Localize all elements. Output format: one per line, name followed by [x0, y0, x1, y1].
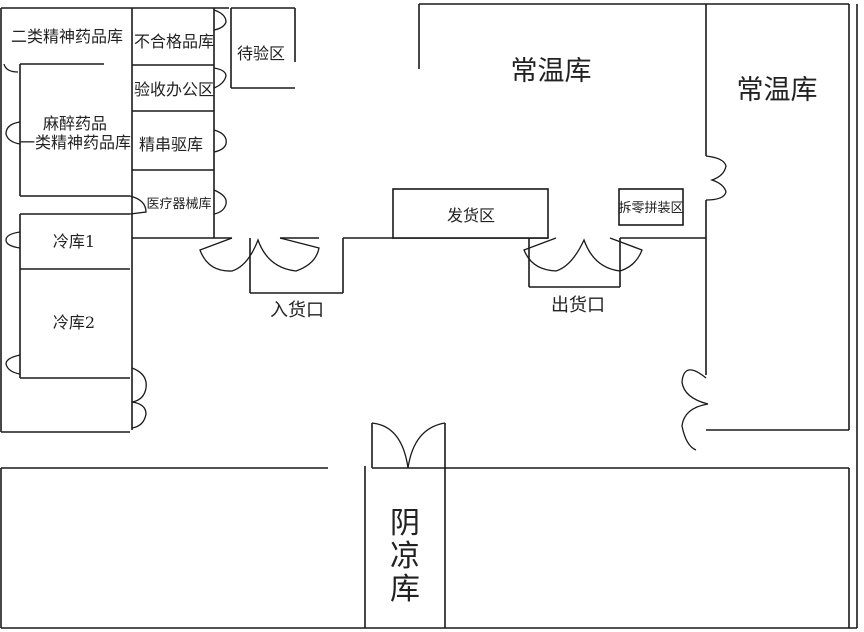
- inbound-double-door: [199, 237, 320, 272]
- left-block-walls: [0, 7, 393, 433]
- label-narcotics-line1: 麻醉药品: [43, 114, 107, 133]
- door-cold1: [5, 231, 21, 249]
- label-pending-inspection: 待验区: [237, 44, 285, 63]
- door-normal-temp-right: [705, 155, 727, 201]
- label-precursor: 精串驱库: [139, 135, 203, 154]
- label-shipping-area: 发货区: [447, 206, 495, 225]
- label-cool-storage-char3: 库: [390, 572, 420, 607]
- labels: 二类精神药品库 不合格品库 待验区 验收办公区 麻醉药品 一类精神药品库 精串驱…: [11, 27, 818, 607]
- label-medical-devices: 医疗器械库: [146, 196, 211, 212]
- door-unqualified: [213, 9, 227, 31]
- doors-right: [681, 155, 727, 451]
- label-cold1: 冷库1: [53, 232, 95, 251]
- label-cool-storage-char2: 凉: [390, 539, 420, 574]
- cool-storage-double-door: [371, 422, 446, 469]
- door-cold-corridor: [129, 195, 147, 215]
- label-narcotics-line2: 一类精神药品库: [19, 133, 131, 152]
- door-inspection-office: [213, 67, 227, 89]
- label-normal-temp-right: 常温库: [737, 75, 818, 106]
- door-normal-temp-lower: [681, 369, 709, 451]
- label-class2-psych: 二类精神药品库: [11, 27, 123, 46]
- label-cool-storage-char1: 阴: [390, 506, 420, 541]
- doors-left: [3, 9, 227, 429]
- main-warehouse-walls: [393, 3, 858, 628]
- label-unqualified: 不合格品库: [134, 32, 214, 51]
- door-left-block-double: [131, 367, 147, 429]
- door-cold2: [5, 354, 21, 375]
- label-cold2: 冷库2: [53, 313, 95, 332]
- label-normal-temp-main: 常温库: [511, 56, 592, 87]
- split-packing-box: [618, 188, 684, 226]
- outbound-double-door: [523, 237, 643, 272]
- door-narcotics: [5, 121, 21, 145]
- label-split-packing: 拆零拼装区: [618, 201, 683, 216]
- outbound-dock: [523, 237, 643, 288]
- label-inspection-office: 验收办公区: [134, 80, 214, 99]
- door-medical-devices: [213, 189, 227, 215]
- shipping-area-box: [392, 188, 549, 239]
- inbound-dock: [199, 237, 344, 294]
- label-inbound: 入货口: [270, 300, 324, 321]
- label-outbound: 出货口: [551, 295, 605, 316]
- bottom-block: [0, 422, 857, 629]
- door-precursor: [213, 129, 227, 153]
- door-class2: [3, 63, 19, 73]
